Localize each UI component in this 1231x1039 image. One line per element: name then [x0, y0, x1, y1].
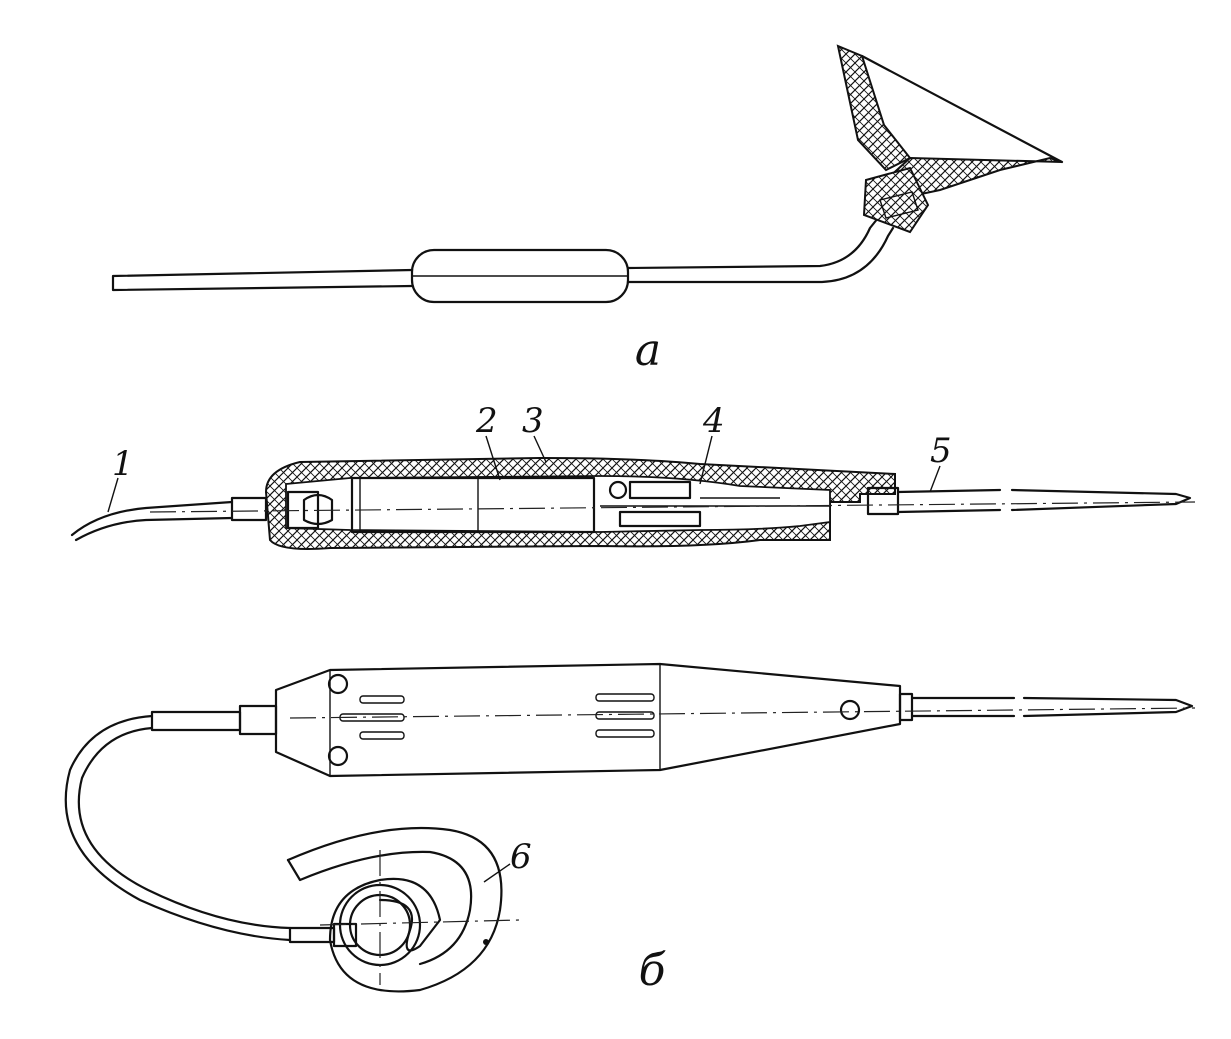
probe-rod: [896, 488, 1192, 514]
caption-a: а: [635, 325, 661, 376]
part-label-5: 5: [930, 431, 952, 471]
housing-cavity: [285, 475, 831, 533]
cable: [64, 714, 292, 942]
part-label-6: 6: [510, 837, 532, 877]
ear-hook: [286, 826, 521, 993]
caption-b: б: [639, 945, 666, 996]
probe-with-funnel: [111, 44, 1064, 304]
part-label-3: 3: [522, 401, 544, 441]
sensor-cylinder: [350, 476, 596, 534]
cable-stub: [70, 500, 234, 537]
funnel-arm: [836, 44, 912, 172]
probe-exterior-view: [64, 662, 1196, 948]
probe-body: [274, 662, 902, 778]
probe-section-view: [70, 456, 1196, 550]
part-label-1: 1: [112, 444, 134, 484]
probe-rod-exterior: [910, 696, 1194, 718]
part-label-4: 4: [702, 401, 725, 441]
vent-slots: [339, 693, 655, 740]
part-label-2: 2: [475, 401, 498, 441]
funnel-coupling: [862, 166, 930, 234]
electronics-block: [628, 480, 692, 500]
